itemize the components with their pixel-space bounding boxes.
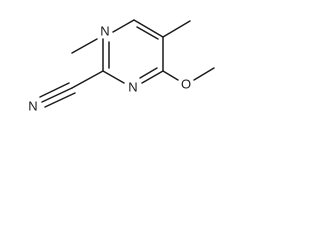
bond-o-methyl: [193, 67, 215, 81]
bond-nitrile-2: [39, 82, 70, 98]
bond-n1-c6: [112, 19, 135, 33]
bond-c4-o: [162, 70, 179, 81]
bond-c6-c5-inner: [136, 26, 159, 40]
bond-n3-c2: [102, 70, 125, 84]
bond-c4-n3-inner: [139, 67, 158, 79]
atom-n-top: N: [100, 24, 109, 39]
bond-nitrile-3: [44, 92, 76, 108]
bond-c6-c5: [133, 19, 164, 38]
chemical-structure-diagram: N N O N: [28, 19, 215, 114]
bond-c2-n1: [71, 38, 98, 54]
bond-c2-cn: [71, 70, 104, 89]
bond-nitrile-1: [41, 87, 73, 103]
bond-c4-n3: [141, 70, 164, 84]
bond-c5-methyl: [162, 20, 191, 38]
atom-o: O: [181, 77, 191, 92]
atom-n-nitrile: N: [28, 99, 37, 114]
atom-n-bottom: N: [128, 80, 137, 95]
